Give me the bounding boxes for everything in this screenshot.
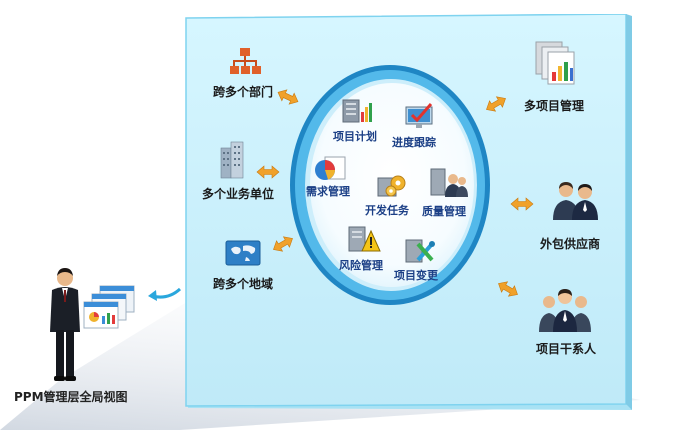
core-label-change: 项目变更 — [394, 267, 438, 283]
arrow-multi-project — [483, 93, 508, 114]
monitor-check-icon — [404, 103, 438, 131]
core-label-plan: 项目计划 — [333, 128, 377, 144]
right-label-vendors: 外包供应商 — [540, 235, 600, 252]
right-label-stakeholders: 项目干系人 — [536, 340, 596, 357]
buildings-icon — [219, 140, 247, 180]
arrow-departments — [275, 87, 300, 107]
arrow-stakeholders — [495, 278, 520, 299]
pie-chart-icon — [311, 155, 347, 183]
world-map-icon — [224, 237, 264, 269]
arrow-regions — [270, 233, 295, 254]
executive-figure — [48, 268, 82, 382]
documents-chart-icon — [532, 38, 580, 88]
team-server-icon — [429, 167, 469, 199]
core-label-progress: 进度跟踪 — [392, 134, 436, 150]
arrow-business-units — [257, 166, 279, 178]
caption-ppm-view: PPM管理层全局视图 — [14, 388, 128, 405]
right-label-multi-project: 多项目管理 — [524, 97, 584, 114]
arrow-vendors — [511, 198, 533, 210]
org-chart-icon — [228, 46, 262, 78]
curved-arrow-icon — [148, 289, 180, 301]
mini-screens-icon — [82, 284, 138, 332]
left-label-regions: 跨多个地域 — [213, 275, 273, 292]
chart-book-icon — [341, 98, 375, 126]
core-label-dev-tasks: 开发任务 — [365, 202, 409, 218]
core-label-quality: 质量管理 — [422, 203, 466, 219]
tools-icon — [404, 236, 438, 266]
core-label-requirements: 需求管理 — [306, 183, 350, 199]
warning-server-icon — [347, 225, 381, 255]
business-people-icon — [550, 178, 600, 222]
gears-icon — [376, 172, 408, 200]
stakeholders-icon — [535, 288, 597, 334]
core-label-risk: 风险管理 — [339, 257, 383, 273]
left-label-business-units: 多个业务单位 — [202, 185, 274, 202]
left-label-departments: 跨多个部门 — [213, 83, 273, 100]
